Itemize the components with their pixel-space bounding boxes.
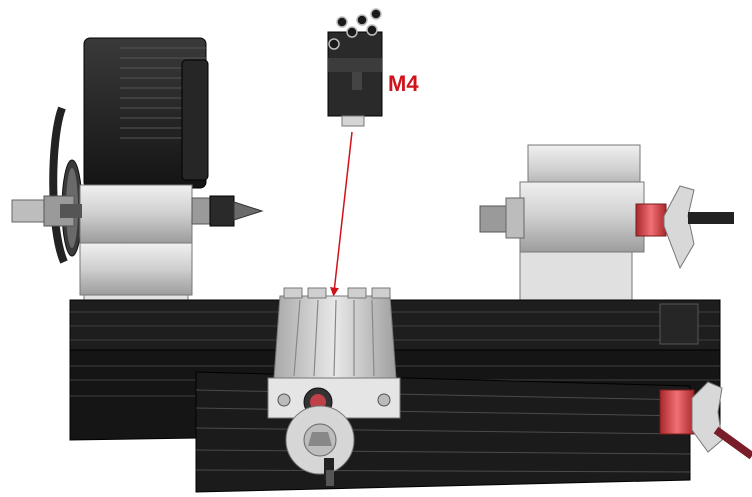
- headstock-motor: [83, 37, 209, 189]
- spindle-shaft-left: [11, 195, 82, 227]
- cross-slide-handwheel: [285, 405, 355, 486]
- tool-holder-m4: [327, 8, 383, 127]
- drive-belt: [49, 106, 83, 264]
- cross-slide: [267, 287, 401, 419]
- callout-label-m4: M4: [388, 71, 419, 96]
- tailstock-handwheel: [635, 185, 734, 270]
- chuck: [191, 195, 264, 227]
- placement-arrow: [330, 131, 353, 297]
- tailstock-shaft-left: [479, 197, 525, 239]
- carriage-handwheel: [659, 381, 752, 460]
